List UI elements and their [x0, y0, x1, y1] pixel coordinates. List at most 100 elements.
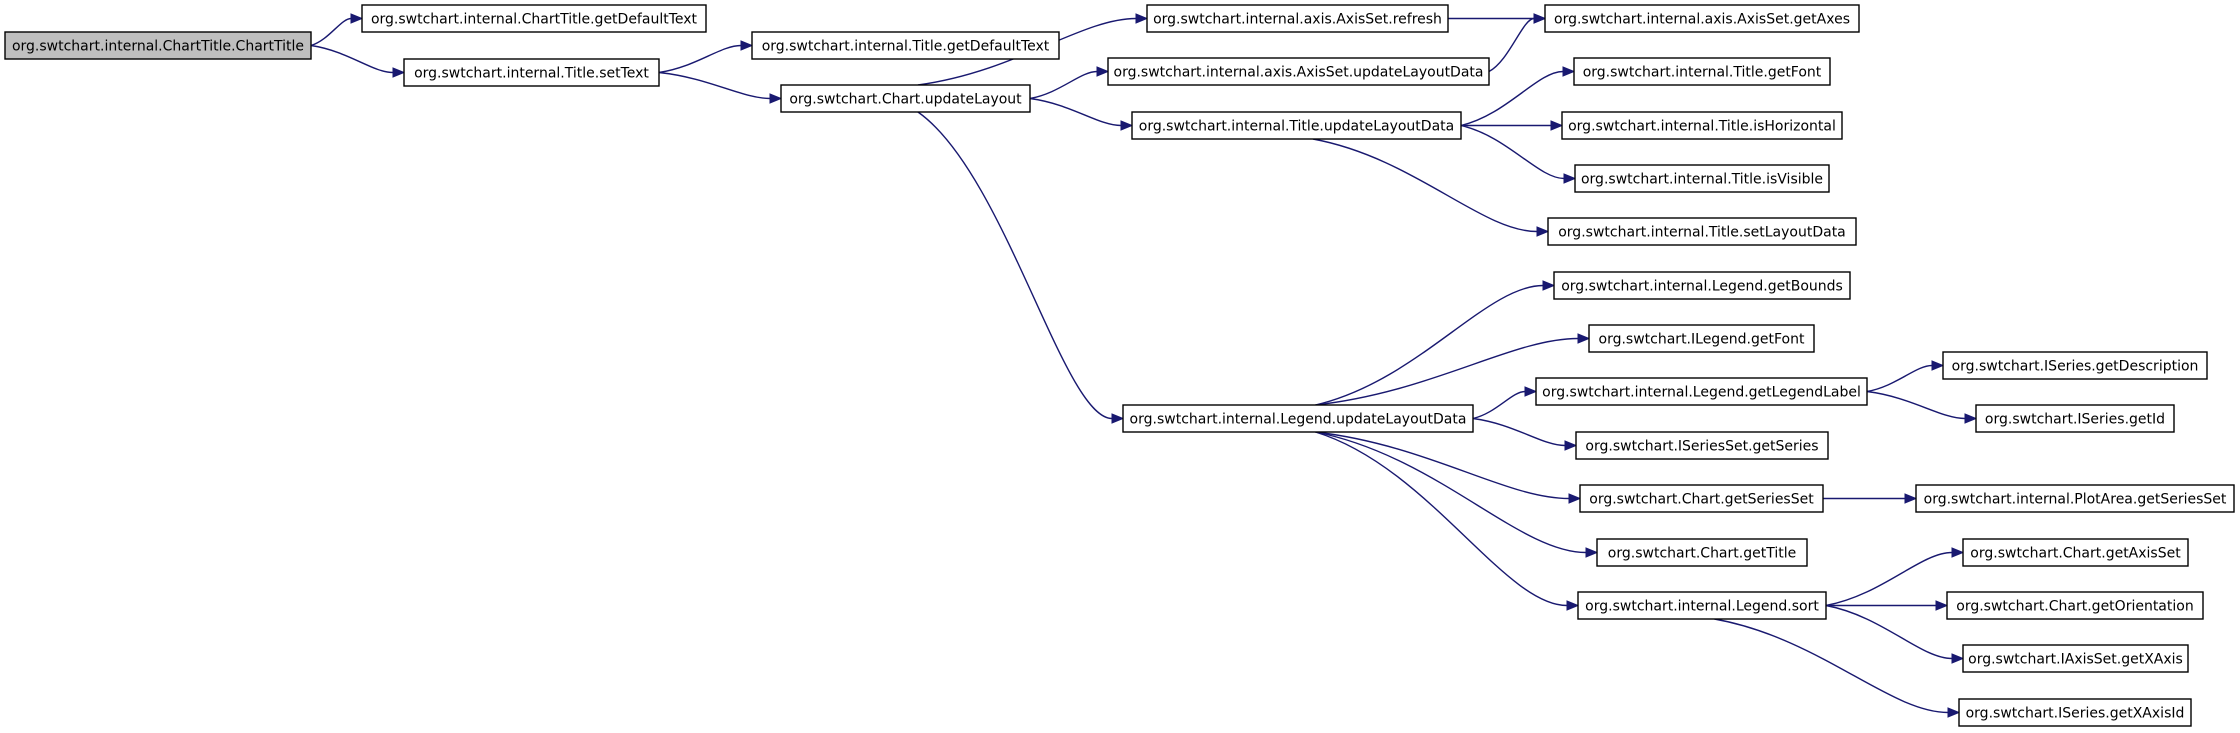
node-label: org.swtchart.Chart.getAxisSet	[1970, 546, 2181, 562]
node-lgSort[interactable]: org.swtchart.internal.Legend.sort	[1577, 591, 1827, 620]
node-ilGetFont[interactable]: org.swtchart.ILegend.getFont	[1588, 324, 1815, 353]
edge-lgUpdate-to-lgSort	[1315, 431, 1580, 611]
edge-line	[1029, 70, 1098, 100]
node-box[interactable]	[1122, 404, 1474, 433]
node-cGetSeriesSet[interactable]: org.swtchart.Chart.getSeriesSet	[1579, 484, 1824, 513]
node-tIsVis[interactable]: org.swtchart.internal.Title.isVisible	[1574, 164, 1830, 193]
edge-line	[1315, 431, 1587, 554]
node-box[interactable]	[1575, 431, 1829, 460]
edge-tUpdate-to-tSetLD	[1312, 138, 1550, 237]
node-box[interactable]	[1544, 4, 1860, 33]
edge-tUpdate-to-tIsVis	[1460, 124, 1577, 184]
node-iasGetX[interactable]: org.swtchart.IAxisSet.getXAxis	[1962, 644, 2189, 673]
node-box[interactable]	[1962, 644, 2189, 673]
edge-lgUpdate-to-cGetSeriesSet	[1315, 431, 1582, 504]
node-box[interactable]	[1574, 164, 1830, 193]
edge-line	[1315, 284, 1544, 406]
node-setText[interactable]: org.swtchart.internal.Title.setText	[403, 58, 660, 87]
node-issGetSeries[interactable]: org.swtchart.ISeriesSet.getSeries	[1575, 431, 1829, 460]
node-box[interactable]	[780, 84, 1031, 113]
node-axUpdate[interactable]: org.swtchart.internal.axis.AxisSet.updat…	[1107, 57, 1490, 86]
node-label: org.swtchart.internal.Legend.sort	[1585, 599, 1819, 615]
node-label: org.swtchart.internal.axis.AxisSet.getAx…	[1554, 12, 1850, 28]
node-tIsHoriz[interactable]: org.swtchart.internal.Title.isHorizontal	[1561, 111, 1843, 140]
node-box[interactable]	[1588, 324, 1815, 353]
arrowhead	[1585, 547, 1599, 558]
node-label: org.swtchart.internal.Title.setText	[414, 66, 649, 82]
edge-root-to-ctDefault	[310, 13, 364, 47]
node-isGetXId[interactable]: org.swtchart.ISeries.getXAxisId	[1958, 698, 2192, 727]
node-lgLabel[interactable]: org.swtchart.internal.Legend.getLegendLa…	[1535, 377, 1868, 406]
node-tSetLD[interactable]: org.swtchart.internal.Title.setLayoutDat…	[1547, 217, 1857, 246]
node-box[interactable]	[403, 58, 660, 87]
node-box[interactable]	[1958, 698, 2192, 727]
edge-line	[1866, 364, 1933, 393]
arrowhead	[1566, 600, 1580, 611]
node-label: org.swtchart.internal.PlotArea.getSeries…	[1924, 492, 2227, 508]
node-label: org.swtchart.ISeries.getId	[1985, 412, 2165, 428]
node-box[interactable]	[1131, 111, 1462, 140]
node-isGetId[interactable]: org.swtchart.ISeries.getId	[1975, 404, 2175, 433]
node-label: org.swtchart.internal.Legend.updateLayou…	[1130, 412, 1467, 428]
node-tDefault[interactable]: org.swtchart.internal.Title.getDefaultTe…	[751, 31, 1060, 60]
node-ctDefault[interactable]: org.swtchart.internal.ChartTitle.getDefa…	[361, 4, 707, 33]
node-box[interactable]	[1547, 217, 1857, 246]
node-lgBounds[interactable]: org.swtchart.internal.Legend.getBounds	[1553, 271, 1851, 300]
edge-axUpdate-to-getAxes	[1488, 13, 1547, 73]
node-box[interactable]	[1962, 538, 2189, 567]
arrowhead	[1568, 493, 1582, 504]
node-box[interactable]	[1975, 404, 2175, 433]
edge-lgSort-to-cGetAxisSet	[1825, 547, 1965, 607]
node-lgUpdate[interactable]: org.swtchart.internal.Legend.updateLayou…	[1122, 404, 1474, 433]
node-box[interactable]	[1535, 377, 1868, 406]
edge-lgUpdate-to-lgLabel	[1472, 386, 1538, 420]
arrowhead	[1096, 66, 1110, 77]
arrowhead	[1563, 173, 1577, 184]
node-box[interactable]	[1946, 591, 2204, 620]
node-cGetTitle[interactable]: org.swtchart.Chart.getTitle	[1596, 538, 1808, 567]
node-box[interactable]	[1146, 4, 1449, 33]
node-updateLayout[interactable]: org.swtchart.Chart.updateLayout	[780, 84, 1031, 113]
node-box[interactable]	[361, 4, 707, 33]
arrowhead	[1951, 653, 1965, 664]
node-box[interactable]	[1579, 484, 1824, 513]
node-box[interactable]	[1553, 271, 1851, 300]
edge-lgSort-to-iasGetX	[1825, 604, 1965, 664]
edge-line	[310, 44, 394, 74]
node-label: org.swtchart.IAxisSet.getXAxis	[1968, 652, 2183, 668]
node-getAxes[interactable]: org.swtchart.internal.axis.AxisSet.getAx…	[1544, 4, 1860, 33]
root-node-box[interactable]	[4, 31, 312, 60]
edge-line	[1460, 70, 1564, 127]
node-isGetDesc[interactable]: org.swtchart.ISeries.getDescription	[1942, 351, 2208, 380]
edge-lgUpdate-to-cGetTitle	[1315, 431, 1599, 558]
node-tGetFont[interactable]: org.swtchart.internal.Title.getFont	[1573, 57, 1831, 86]
arrowhead	[1564, 440, 1578, 451]
edge-lgUpdate-to-ilGetFont	[1315, 333, 1591, 406]
node-box[interactable]	[1577, 591, 1827, 620]
node-box[interactable]	[1561, 111, 1843, 140]
node-root[interactable]: org.swtchart.internal.ChartTitle.ChartTi…	[4, 31, 312, 60]
node-box[interactable]	[1915, 484, 2235, 513]
arrowhead	[392, 67, 406, 78]
node-box[interactable]	[751, 31, 1060, 60]
arrowhead	[1951, 547, 1965, 558]
node-box[interactable]	[1107, 57, 1490, 86]
edge-lgUpdate-to-issGetSeries	[1472, 417, 1578, 451]
edge-tUpdate-to-tGetFont	[1460, 66, 1576, 127]
node-box[interactable]	[1596, 538, 1808, 567]
edge-lgLabel-to-isGetId	[1866, 390, 1978, 424]
node-box[interactable]	[1942, 351, 2208, 380]
arrowhead	[1120, 120, 1134, 131]
node-cGetAxisSet[interactable]: org.swtchart.Chart.getAxisSet	[1962, 538, 2189, 567]
arrowhead	[1533, 13, 1547, 24]
node-cGetOrient[interactable]: org.swtchart.Chart.getOrientation	[1946, 591, 2204, 620]
node-label: org.swtchart.Chart.getSeriesSet	[1589, 492, 1814, 508]
node-paGetSS[interactable]: org.swtchart.internal.PlotArea.getSeries…	[1915, 484, 2235, 513]
node-box[interactable]	[1573, 57, 1831, 86]
arrowhead	[1935, 600, 1949, 611]
edge-line	[1825, 604, 1953, 660]
node-tUpdate[interactable]: org.swtchart.internal.Title.updateLayout…	[1131, 111, 1462, 140]
arrowhead	[1536, 226, 1550, 237]
arrowhead	[1562, 66, 1576, 77]
node-axRefresh[interactable]: org.swtchart.internal.axis.AxisSet.refre…	[1146, 4, 1449, 33]
